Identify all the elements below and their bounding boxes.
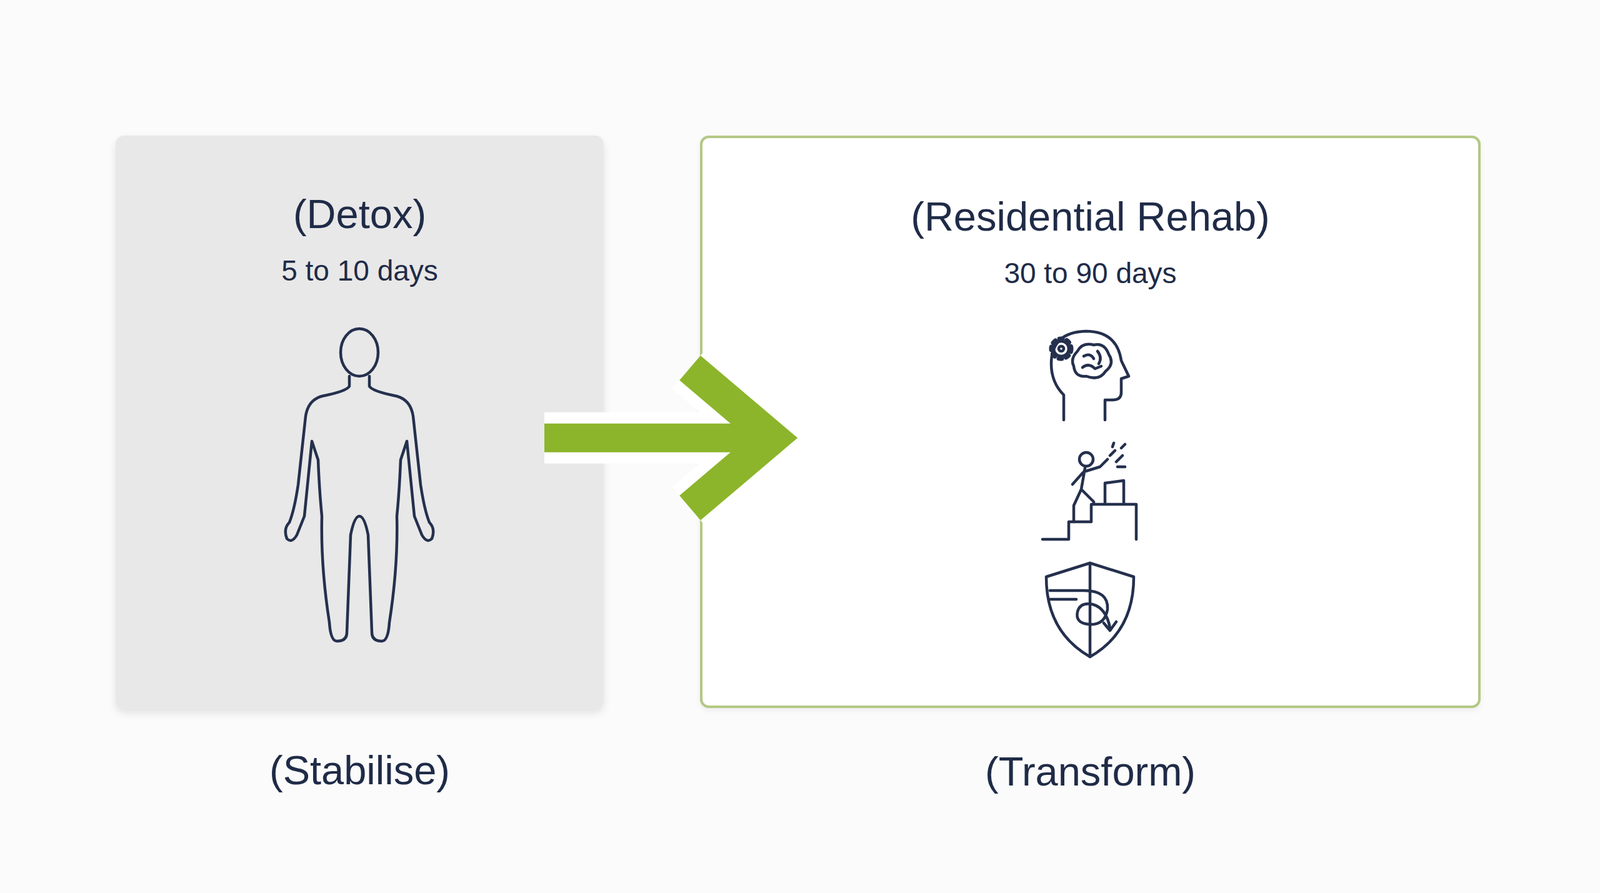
brain-icon [1051, 331, 1129, 420]
stage-title: (Detox) [115, 189, 604, 240]
climber-icon [1042, 443, 1137, 540]
flow-arrow [544, 368, 773, 509]
stage-title: (Residential Rehab) [702, 191, 1479, 242]
stage-box: (Detox)5 to 10 days(Stabilise) [115, 135, 604, 710]
body-icon [285, 328, 434, 642]
stage-duration: 5 to 10 days [115, 251, 604, 290]
shield-icon [1046, 563, 1134, 657]
stage-caption: (Stabilise) [115, 745, 604, 796]
stage-box: (Residential Rehab)30 to 90 days(Transfo… [700, 135, 1481, 709]
stage-caption: (Transform) [702, 746, 1479, 797]
stage-duration: 30 to 90 days [702, 254, 1479, 292]
